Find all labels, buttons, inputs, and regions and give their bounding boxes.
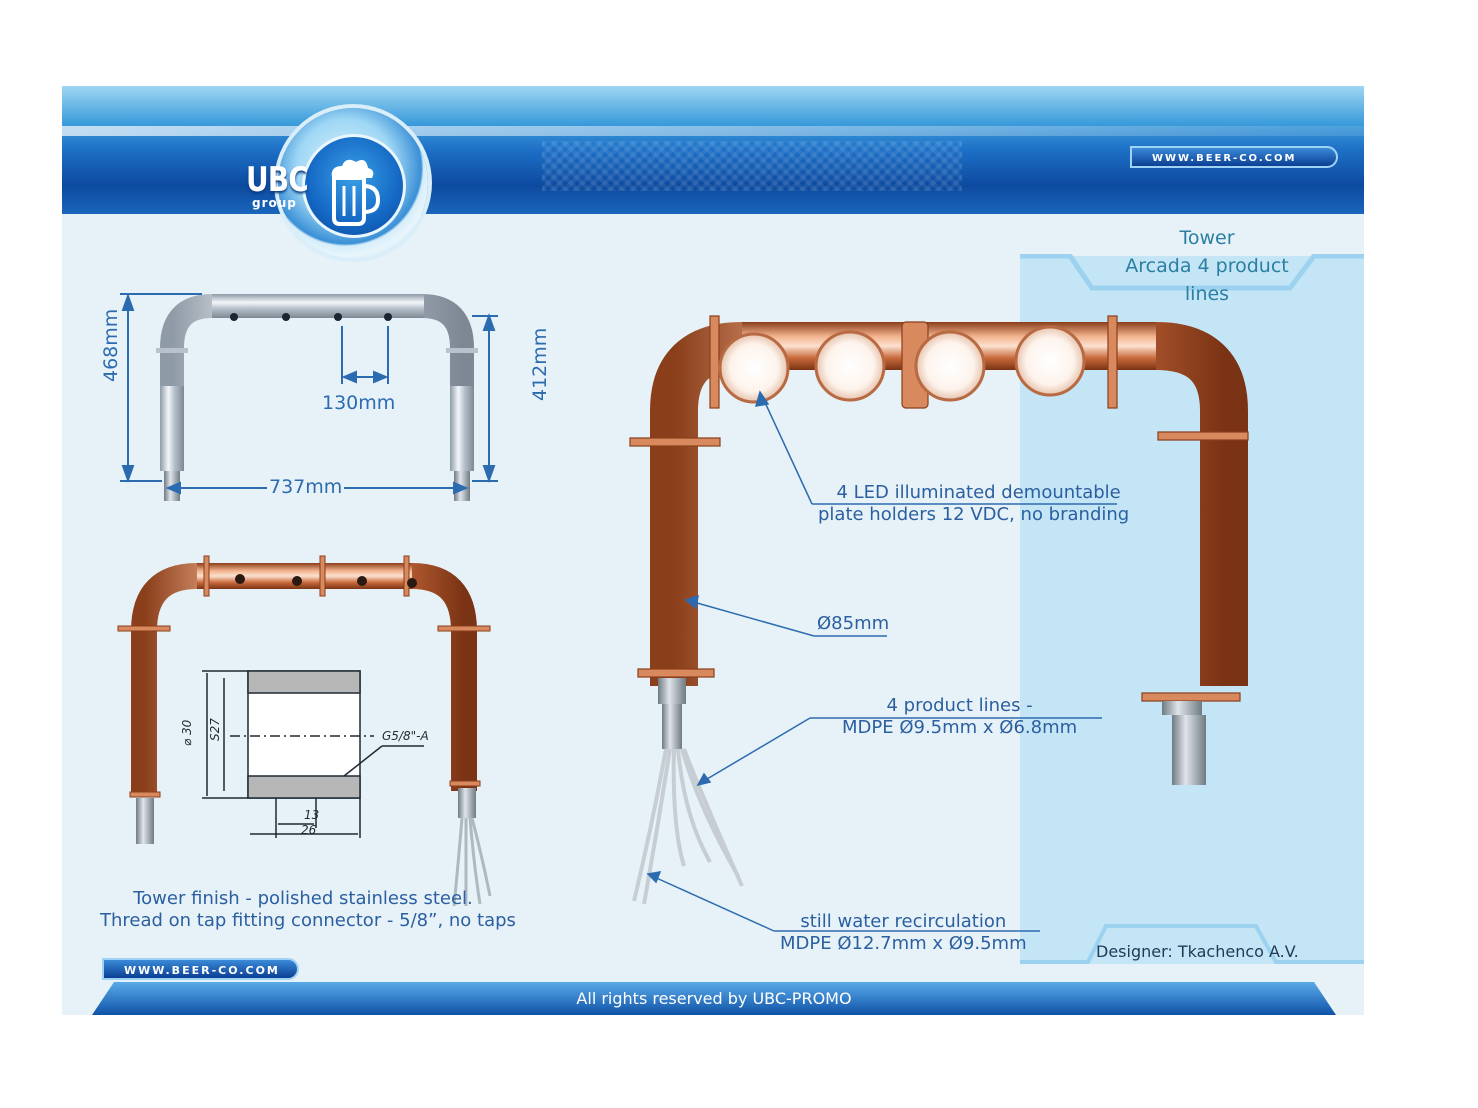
callout-led-line2: plate holders 12 VDC, no branding — [818, 504, 1130, 525]
dim-height-total: 468mm — [100, 308, 122, 382]
callout-led: 4 LED illuminated demountable plate hold… — [818, 482, 1129, 526]
dim-height-inner: 412mm — [529, 327, 551, 401]
chrome-tower-drawing — [120, 293, 498, 501]
copyright-text: All rights reserved by UBC-PROMO — [576, 989, 852, 1008]
callout-water: still water recirculation MDPE Ø12.7mm x… — [780, 911, 1027, 955]
callout-leaders — [646, 390, 1117, 932]
fitting-cross-section — [202, 670, 424, 838]
website-link-top[interactable]: WWW.BEER-CO.COM — [1130, 146, 1338, 168]
header-stripe — [62, 126, 1364, 136]
beer-mug-icon — [331, 159, 381, 226]
led-plate-1 — [718, 332, 790, 404]
fitting-length: S27 — [208, 718, 222, 741]
designer-tab-shape — [1020, 924, 1364, 964]
callout-lines-line1: 4 product lines - — [886, 695, 1033, 716]
logo-subtext: group — [252, 196, 297, 210]
website-link-bottom[interactable]: WWW.BEER-CO.COM — [102, 958, 299, 980]
callout-water-line2: MDPE Ø12.7mm x Ø9.5mm — [780, 933, 1027, 954]
copper-tower-small — [117, 555, 492, 907]
logo-text: UBC — [246, 160, 309, 200]
finish-line2: Thread on tap fitting connector - 5/8”, … — [100, 910, 516, 931]
led-plate-2 — [814, 330, 886, 402]
product-line-tubes — [632, 748, 744, 905]
spec-sheet: WWW.BEER-CO.COM UBC group Tower Arcada 4… — [62, 86, 1364, 1015]
callout-water-line1: still water recirculation — [800, 911, 1007, 932]
designer-credit: Designer: Tkachenco A.V. — [1096, 942, 1299, 961]
finish-description: Tower finish - polished stainless steel.… — [100, 888, 516, 932]
led-plate-3 — [914, 330, 986, 402]
callout-diameter: Ø85mm — [817, 613, 890, 634]
led-plate-holders — [718, 325, 1086, 404]
led-plate-4 — [1014, 325, 1086, 397]
callout-lines-line2: MDPE Ø9.5mm x Ø6.8mm — [842, 717, 1078, 738]
finish-line1: Tower finish - polished stainless steel. — [133, 888, 473, 909]
fitting-diameter: ⌀ 30 — [180, 719, 194, 746]
illustrations — [117, 293, 1249, 932]
callout-led-line1: 4 LED illuminated demountable — [836, 482, 1121, 503]
product-title: Tower Arcada 4 product lines — [1102, 224, 1312, 308]
fitting-thread: G5/8"-A — [382, 729, 429, 743]
product-category: Tower — [1179, 227, 1235, 249]
header-pattern — [542, 141, 962, 191]
fitting-outer: 26 — [301, 823, 317, 837]
title-tab-shape — [1020, 254, 1364, 291]
callout-product-lines: 4 product lines - MDPE Ø9.5mm x Ø6.8mm — [842, 695, 1077, 739]
dim-width: 737mm — [269, 476, 343, 498]
product-name: Arcada 4 product lines — [1125, 255, 1289, 305]
dim-tap-spacing: 130mm — [322, 392, 396, 414]
fitting-inner: 13 — [304, 808, 320, 822]
copper-tower-main — [629, 315, 1249, 905]
footer-bar: All rights reserved by UBC-PROMO — [92, 982, 1336, 1015]
